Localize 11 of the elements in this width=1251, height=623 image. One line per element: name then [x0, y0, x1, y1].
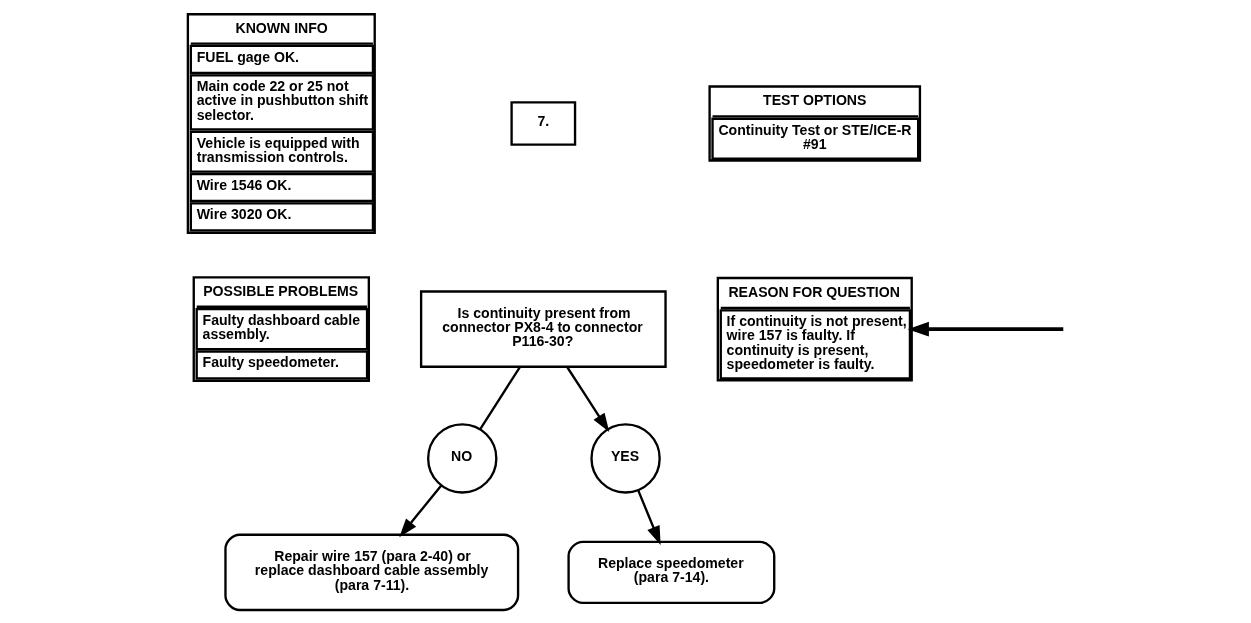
node-box: Replace speedometer (para 7-14). [567, 540, 776, 605]
node-circle: YES [590, 423, 661, 494]
node-circle: NO [427, 423, 498, 494]
connector [479, 366, 521, 430]
arrow [907, 321, 1064, 337]
node-box: Is continuity present from connector PX8-4 to connector P116-30? [419, 290, 667, 368]
arrow [637, 489, 661, 545]
arrow [566, 366, 610, 433]
arrow [399, 484, 443, 538]
node-box: Repair wire 157 (para 2-40) or replace dashboard cable assembly (para 7-11). [224, 533, 520, 612]
node-box: 7. [510, 101, 577, 146]
